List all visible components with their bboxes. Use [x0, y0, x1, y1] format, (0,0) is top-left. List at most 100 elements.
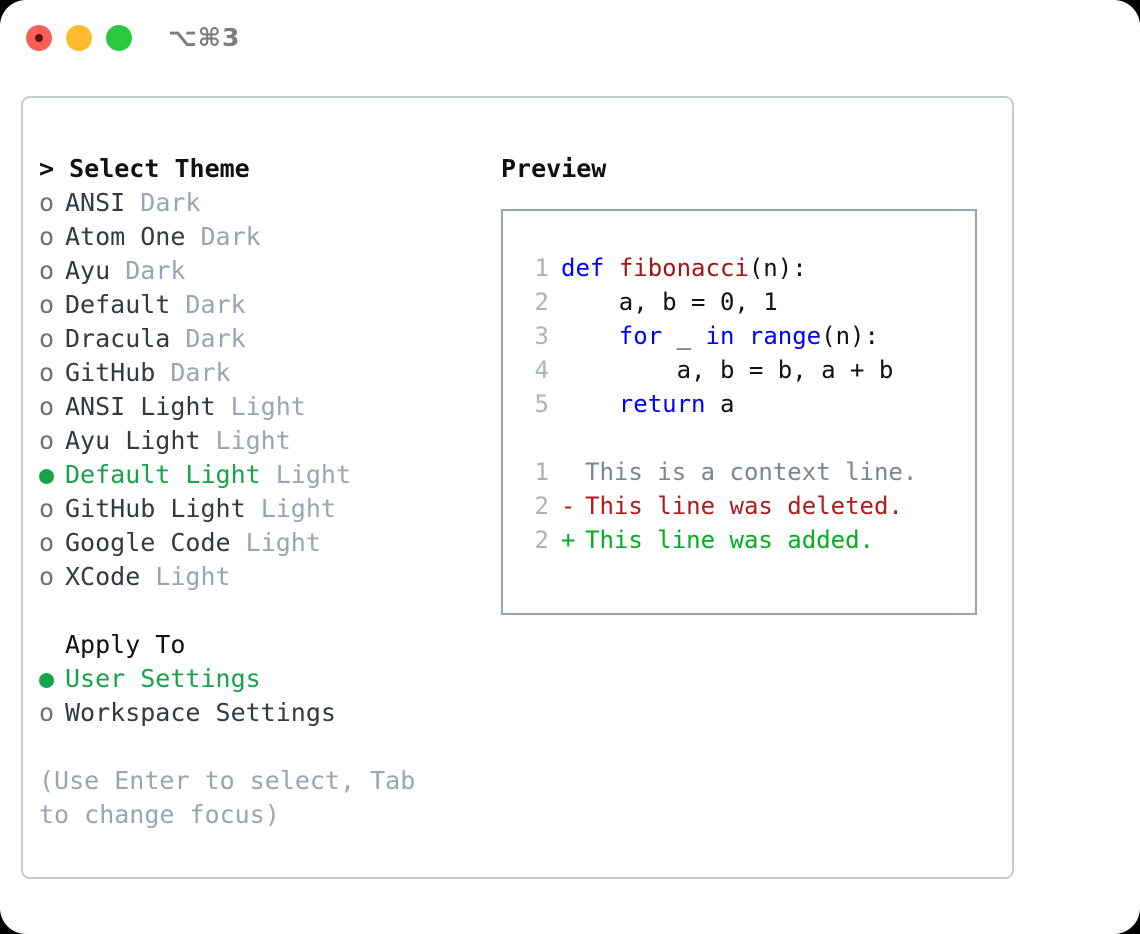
- apply-option-user-settings[interactable]: ● User Settings: [39, 662, 499, 696]
- spacer: [231, 528, 246, 557]
- code-token: a, b = 0, 1: [561, 288, 778, 316]
- radio-selected-icon[interactable]: ●: [39, 664, 55, 693]
- diff-line-del: 2-This line was deleted.: [521, 489, 975, 523]
- theme-option-default-light[interactable]: ●Default Light Light: [39, 458, 499, 492]
- radio-unselected-icon[interactable]: o: [39, 222, 55, 251]
- theme-mode-tag: Light: [260, 494, 336, 523]
- spacer: [155, 358, 170, 387]
- diff-line-add: 2 + This line was added.: [521, 523, 975, 557]
- code-line: 2 a, b = 0, 1: [521, 285, 975, 319]
- line-number: 1: [534, 458, 549, 486]
- radio-unselected-icon[interactable]: o: [39, 256, 55, 285]
- code-line: 3 for _ in range(n):: [521, 319, 975, 353]
- diff-sign: +: [561, 526, 576, 554]
- code-token: def: [561, 254, 605, 282]
- theme-name: Atom One: [65, 222, 186, 251]
- window-controls: [26, 25, 132, 51]
- line-number: 2: [534, 526, 549, 554]
- diff-sample: 1 This is a context line.2-This line was…: [521, 455, 975, 557]
- theme-option-ansi-light[interactable]: o ANSI Light Light: [39, 390, 499, 424]
- code-token: [561, 322, 619, 350]
- radio-unselected-icon[interactable]: o: [39, 528, 55, 557]
- theme-mode-tag: Dark: [185, 290, 246, 319]
- code-token: a: [705, 390, 735, 418]
- code-token: [604, 254, 618, 282]
- theme-name: Default: [65, 290, 171, 319]
- radio-unselected-icon[interactable]: o: [39, 562, 55, 591]
- theme-mode-tag: Light: [275, 460, 351, 489]
- code-line: 4 a, b = b, a + b: [521, 353, 975, 387]
- theme-name: ANSI Light: [65, 392, 216, 421]
- apply-option-label: Workspace Settings: [65, 698, 336, 727]
- line-number: 1: [534, 254, 549, 282]
- spacer: [521, 421, 975, 455]
- diff-text: This line was added.: [585, 526, 874, 554]
- code-token: in: [705, 322, 735, 350]
- apply-to-heading: Apply To: [65, 630, 186, 659]
- theme-name: GitHub: [65, 358, 156, 387]
- theme-mode-tag: Dark: [200, 222, 261, 251]
- code-token: (n):: [748, 254, 807, 282]
- theme-name: GitHub Light: [65, 494, 246, 523]
- radio-unselected-icon[interactable]: o: [39, 392, 55, 421]
- code-token: a, b = b, a + b: [561, 356, 894, 384]
- theme-name: Ayu Light: [65, 426, 201, 455]
- code-line: 1 def fibonacci(n):: [521, 251, 975, 285]
- theme-option-atom-one[interactable]: o Atom One Dark: [39, 220, 499, 254]
- radio-unselected-icon[interactable]: o: [39, 494, 55, 523]
- diff-sign: [561, 455, 585, 489]
- minimize-button-icon[interactable]: [66, 25, 92, 51]
- code-token: range: [748, 322, 822, 350]
- theme-option-github-light[interactable]: o GitHub Light Light: [39, 492, 499, 526]
- theme-option-ayu-light[interactable]: o Ayu Light Light: [39, 424, 499, 458]
- line-number: 3: [534, 322, 549, 350]
- zoom-button-icon[interactable]: [106, 25, 132, 51]
- select-theme-heading: > Select Theme: [39, 154, 250, 183]
- spacer: [110, 256, 125, 285]
- theme-name: XCode: [65, 562, 141, 591]
- radio-unselected-icon[interactable]: o: [39, 426, 55, 455]
- radio-unselected-icon[interactable]: o: [39, 290, 55, 319]
- apply-option-workspace-settings[interactable]: o Workspace Settings: [39, 696, 499, 730]
- apply-to-section: Apply To ● User Settings o Workspace Settin…: [39, 628, 499, 730]
- theme-mode-tag: Dark: [185, 324, 246, 353]
- radio-unselected-icon[interactable]: o: [39, 188, 55, 217]
- radio-selected-icon[interactable]: ●: [39, 460, 55, 489]
- theme-option-github[interactable]: o GitHub Dark: [39, 356, 499, 390]
- theme-mode-tag: Dark: [125, 256, 186, 285]
- theme-name: Google Code: [65, 528, 231, 557]
- spacer: [170, 324, 185, 353]
- radio-unselected-icon[interactable]: o: [39, 358, 55, 387]
- line-number: 4: [534, 356, 549, 384]
- diff-sign: -: [561, 492, 576, 520]
- radio-unselected-icon[interactable]: o: [39, 324, 55, 353]
- spacer: [170, 290, 185, 319]
- radio-unselected-icon[interactable]: o: [39, 698, 55, 727]
- theme-option-default[interactable]: o Default Dark: [39, 288, 499, 322]
- keyboard-hint-text: (Use Enter to select, Tab to change focu…: [39, 766, 416, 829]
- code-token: (n):: [821, 322, 879, 350]
- theme-mode-tag: Dark: [170, 358, 231, 387]
- theme-option-ayu[interactable]: o Ayu Dark: [39, 254, 499, 288]
- diff-line-ctx: 1 This is a context line.: [521, 455, 975, 489]
- spacer: [261, 460, 276, 489]
- theme-mode-tag: Light: [230, 392, 306, 421]
- line-number: 5: [534, 390, 549, 418]
- code-token: fibonacci: [618, 254, 749, 282]
- code-token: [734, 322, 748, 350]
- theme-name: Ayu: [65, 256, 111, 285]
- close-button-icon[interactable]: [26, 25, 52, 51]
- theme-mode-tag: Light: [215, 426, 291, 455]
- code-token: for: [618, 322, 663, 350]
- apply-option-label: User Settings: [65, 664, 261, 693]
